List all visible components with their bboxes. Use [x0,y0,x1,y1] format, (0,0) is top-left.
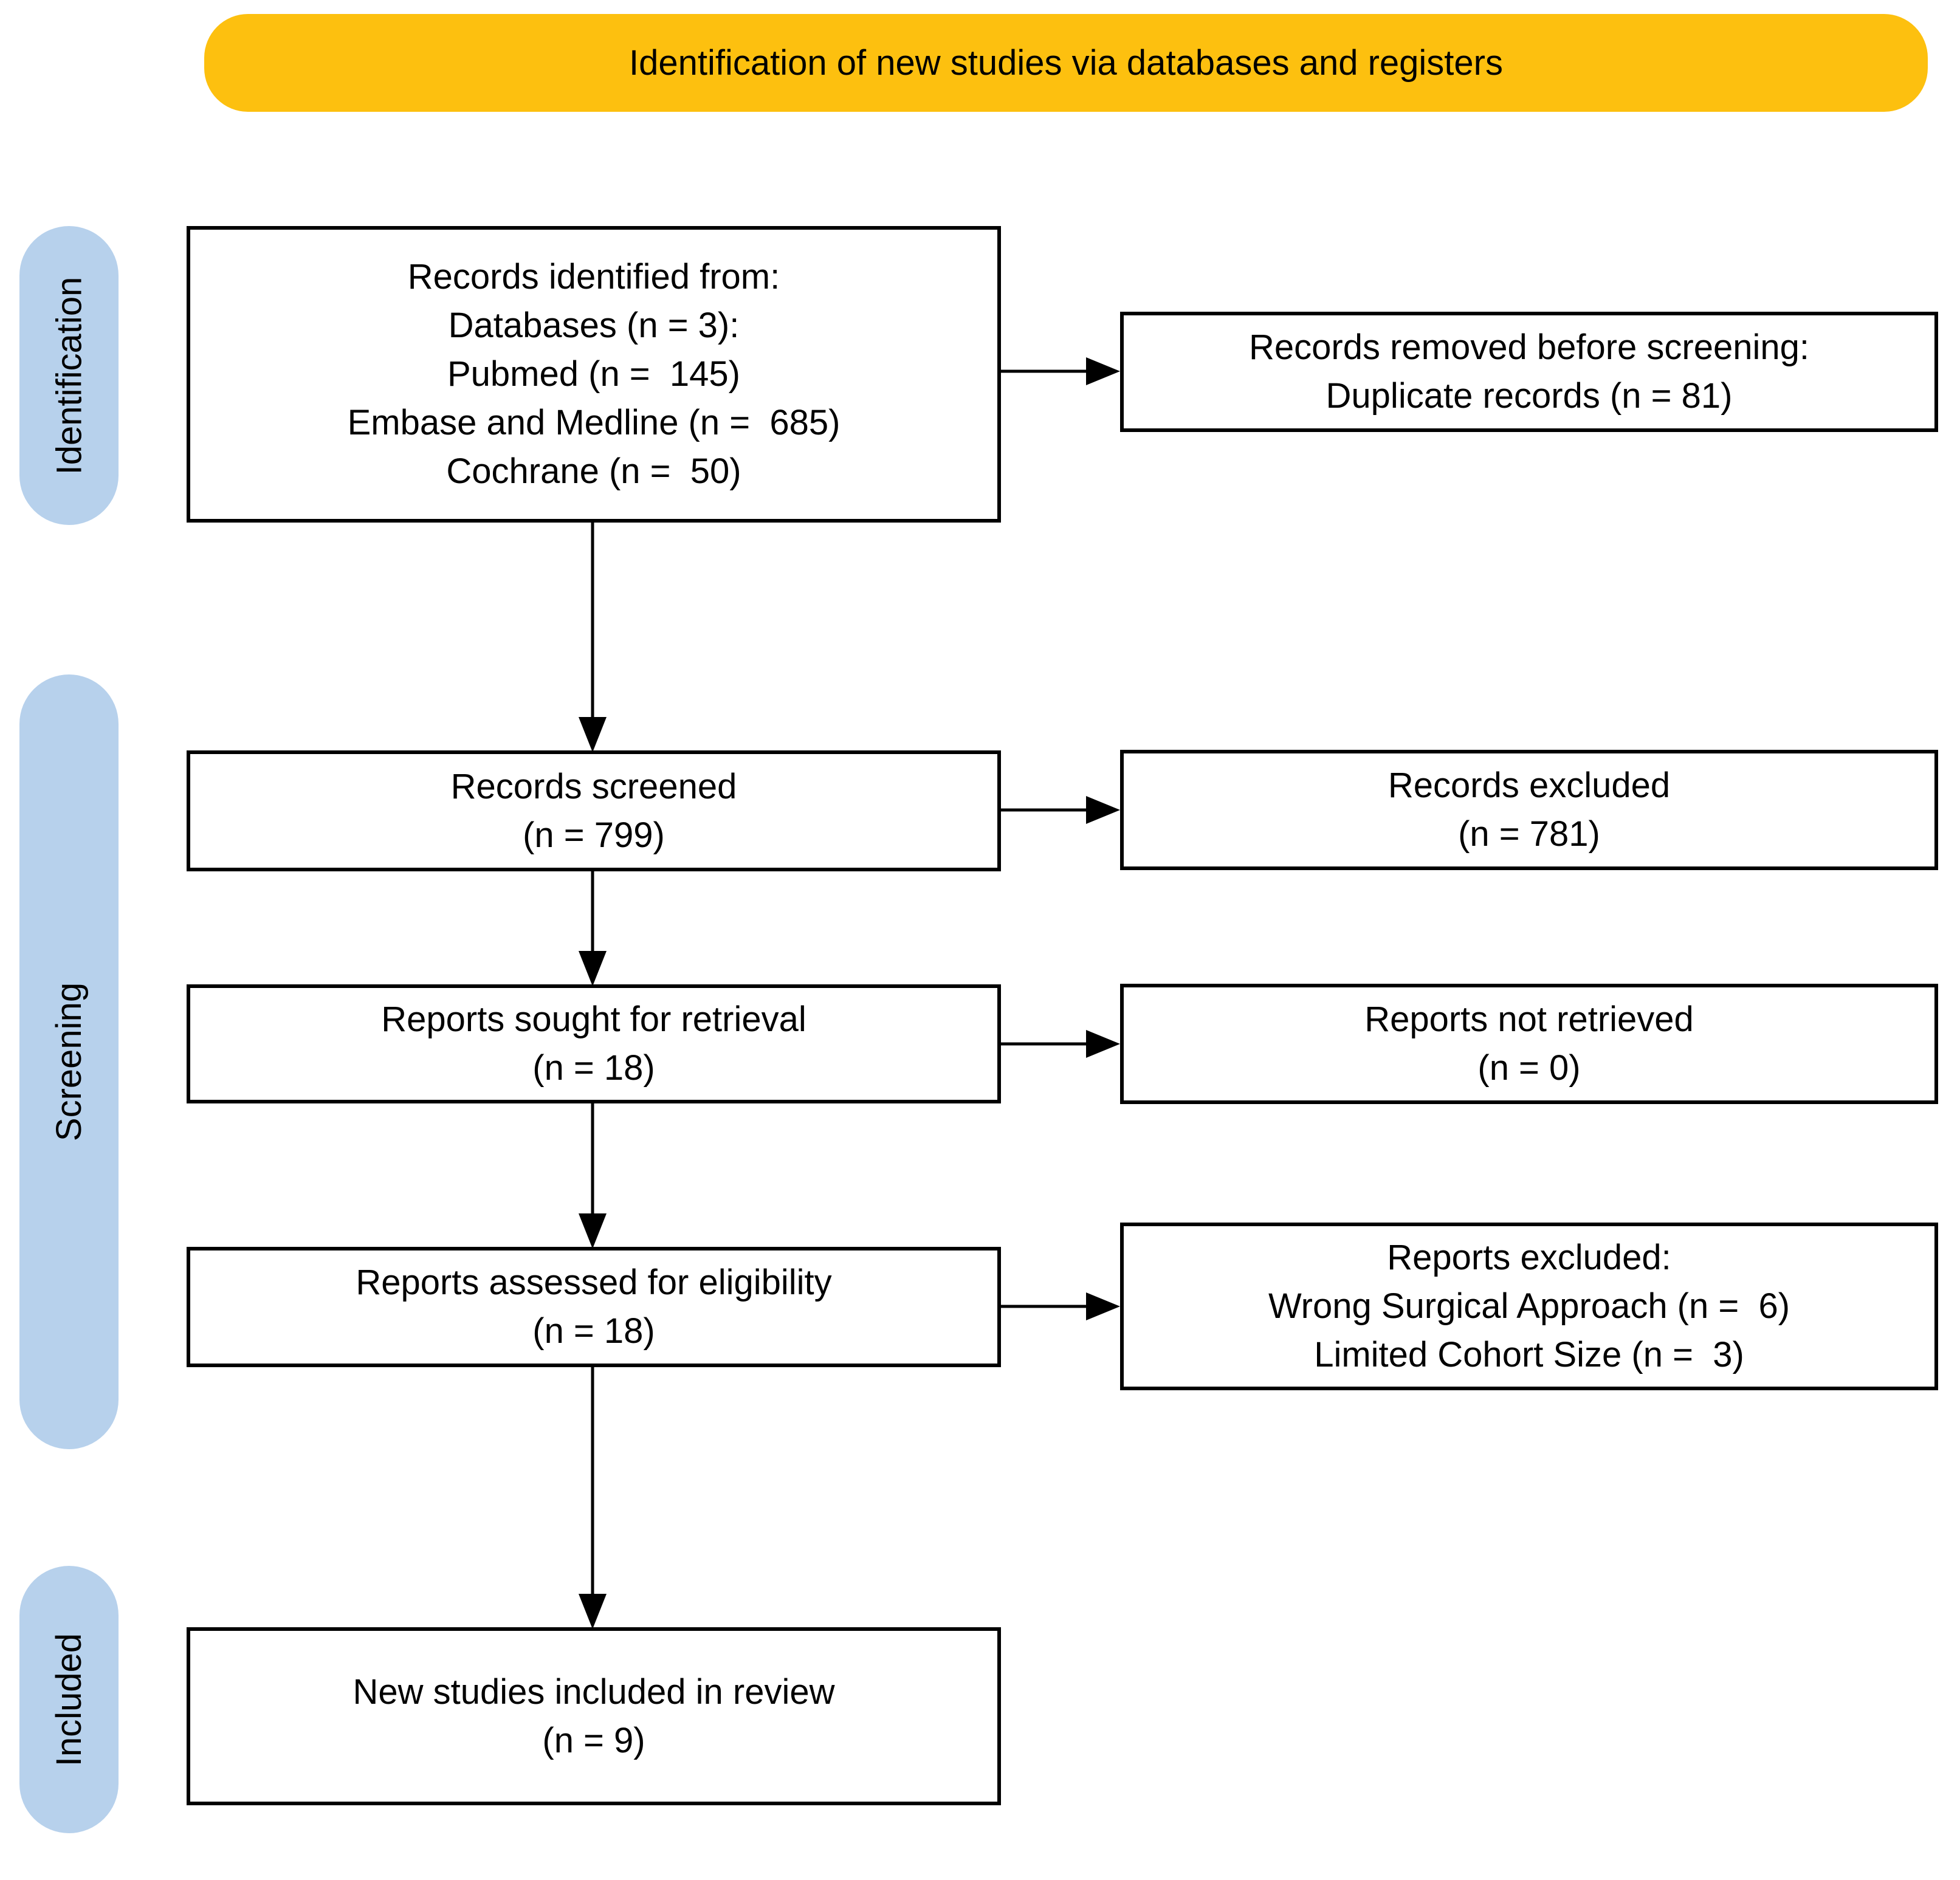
box-line: Embase and Medline (n = 685) [347,403,841,442]
arrowhead-down-icon [579,717,607,752]
box-line: (n = 781) [1458,814,1600,854]
arrowhead-right-icon [1086,796,1120,824]
side-label-screening: Screening [19,674,119,1449]
box-line: (n = 0) [1477,1048,1581,1088]
arrow-assessed-to-included [579,1367,607,1629]
arrow-screened-to-sought [579,871,607,986]
box-reports-sought-for-retrieval: Reports sought for retrieval (n = 18) [187,984,1001,1103]
arrow-sought-to-not-retrieved [1000,1030,1120,1058]
box-reports-excluded: Reports excluded: Wrong Surgical Approac… [1120,1223,1938,1390]
side-label-screening-text: Screening [49,982,89,1142]
box-line: New studies included in review [352,1672,835,1712]
box-reports-assessed-for-eligibility: Reports assessed for eligibility (n = 18… [187,1247,1001,1367]
box-records-screened: Records screened (n = 799) [187,750,1001,871]
arrow-shaft [1000,369,1091,373]
arrowhead-right-icon [1086,1030,1120,1058]
box-records-identified: Records identified from: Databases (n = … [187,226,1001,523]
box-new-studies-included-in-review: New studies included in review (n = 9) [187,1627,1001,1805]
box-line: (n = 9) [542,1720,645,1760]
box-line: Reports sought for retrieval [381,1000,806,1039]
arrow-shaft [1000,808,1091,812]
box-line: Records excluded [1387,766,1671,805]
arrow-screened-to-excluded [1000,796,1120,824]
box-line: Reports excluded: [1387,1238,1671,1277]
arrow-shaft [591,1367,594,1597]
arrow-shaft [591,871,594,955]
side-label-identification: Identification [19,226,119,525]
box-line: Cochrane (n = 50) [446,451,741,491]
box-records-excluded: Records excluded (n = 781) [1120,750,1938,870]
box-records-removed-before-screening: Records removed before screening: Duplic… [1120,312,1938,432]
box-line: Limited Cohort Size (n = 3) [1314,1335,1744,1374]
box-line: (n = 18) [532,1048,655,1088]
banner-label: Identification of new studies via databa… [629,43,1503,83]
box-line: Records screened [450,766,737,806]
arrow-shaft [1000,1042,1091,1046]
arrowhead-down-icon [579,1594,607,1629]
arrow-assessed-to-reports-excluded [1000,1292,1120,1320]
arrow-identified-to-removed [1000,357,1120,385]
box-line: Wrong Surgical Approach (n = 6) [1268,1286,1790,1326]
box-line: Records identified from: [407,257,780,297]
arrowhead-right-icon [1086,1292,1120,1320]
arrow-shaft [591,1103,594,1217]
box-line: Duplicate records (n = 81) [1326,376,1733,416]
arrow-shaft [1000,1305,1091,1308]
arrowhead-down-icon [579,1213,607,1249]
arrowhead-down-icon [579,951,607,986]
banner-identification-of-new-studies: Identification of new studies via databa… [204,14,1928,112]
box-line: (n = 18) [532,1311,655,1351]
side-label-included: Included [19,1566,119,1833]
side-label-identification-text: Identification [49,276,89,475]
arrow-shaft [591,523,594,721]
box-line: Records removed before screening: [1248,328,1810,367]
box-line: Reports assessed for eligibility [356,1263,832,1302]
box-line: Databases (n = 3): [448,306,740,345]
arrowhead-right-icon [1086,357,1120,385]
box-reports-not-retrieved: Reports not retrieved (n = 0) [1120,984,1938,1104]
side-label-included-text: Included [49,1633,89,1766]
box-line: Reports not retrieved [1364,1000,1694,1039]
box-line: (n = 799) [523,815,665,855]
arrow-sought-to-assessed [579,1103,607,1249]
box-line: Pubmed (n = 145) [447,354,740,394]
arrow-identified-to-screened [579,523,607,752]
